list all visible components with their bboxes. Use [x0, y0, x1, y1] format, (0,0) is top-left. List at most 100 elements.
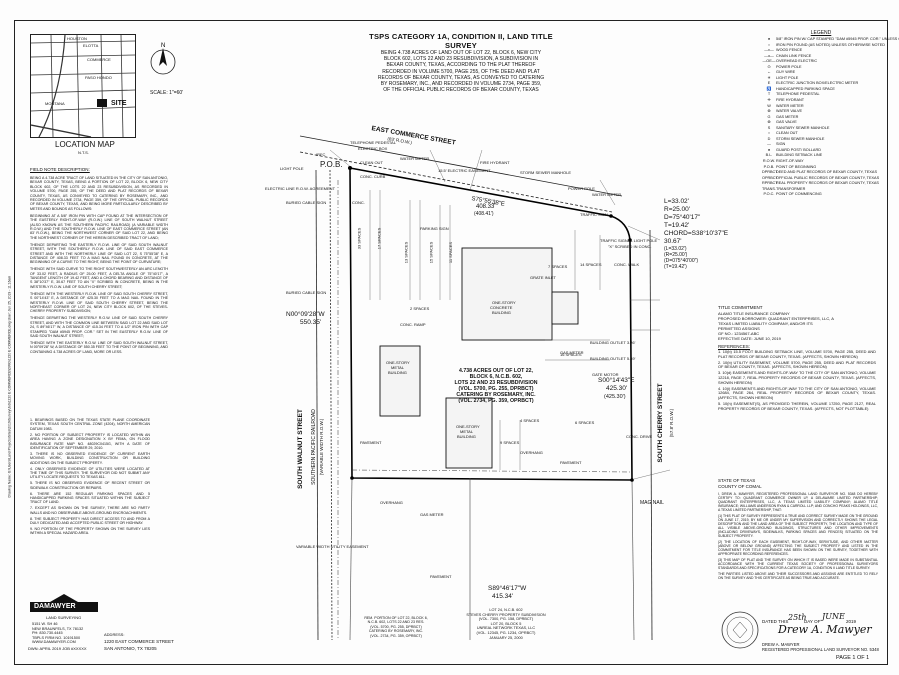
legend-symbol-icon: P.O.C. — [763, 192, 775, 197]
reference-item: 3. 10(d) EASEMENTS AND RIGHTS-OF-WAY TO … — [718, 370, 876, 385]
label-grate-inlet: GRATE INLET — [530, 275, 556, 280]
cert-paragraph: (1) THIS PLAT OF SURVEY REPRESENTS A TRU… — [718, 513, 878, 539]
east-bearing: S00°14'43"E — [598, 377, 635, 384]
adjacent-lot-lines — [349, 477, 635, 641]
legend-symbol-icon: B.L. — [765, 153, 773, 158]
label-conc-curb: CONC. CURB — [360, 174, 386, 179]
legend-description: WATER VALVE — [776, 109, 803, 114]
legend-description: CHAIN LINK FENCE — [776, 53, 812, 58]
field-note-heading: FIELD NOTE DESCRIPTION: — [30, 167, 90, 172]
tract-line-2: BLOCK 6, N.C.B. 602, — [469, 374, 523, 380]
legend-description: BUILDING SETBACK LINE — [776, 153, 823, 158]
building-south-label-3: BUILDING — [457, 434, 476, 439]
leader-lines — [329, 149, 671, 480]
legend-description: STORM SEWER MANHOLE — [776, 136, 825, 141]
tract-line-1: 4.738 ACRES OUT OF LOT 22, — [459, 368, 533, 374]
field-note-paragraph: THENCE DEPARTING THE WESTERLY R.O.W. LIN… — [30, 316, 168, 338]
legend-symbol-icon: DPRBCT — [762, 170, 778, 175]
label-gas-meter-2: GAS METER — [420, 512, 444, 517]
spaces-9: 9 SPACES — [500, 440, 520, 445]
legend-row: P.O.B.POINT OF BEGINNING — [762, 165, 880, 171]
note-item: 5. THERE IS NO OBSERVED EVIDENCE OF RECE… — [30, 481, 150, 490]
legend-description: ELECTRIC JUNCTION BOX/ELECTRIC METER — [776, 81, 859, 86]
building-annex — [551, 291, 579, 325]
label-storm-manhole: STORM SEWER MANHOLE — [520, 170, 572, 175]
southwest-lot-line: REM. PORTION OF LOT 22, BLOCK 6, — [364, 616, 428, 620]
building-concrete — [461, 247, 553, 341]
curve-l: L=33.02' — [664, 198, 689, 205]
title-line-3: BEXAR COUNTY, TEXAS, ACCORDING TO THE PL… — [386, 62, 536, 69]
label-pavement-2: PAVEMENT — [560, 460, 582, 465]
tract-line-3: LOTS 22 AND 23 RESUBDIVISION — [454, 380, 538, 386]
curve-rec-t: (T=19.42') — [664, 264, 687, 270]
legend-description: OFFICIAL PUBLIC RECORDS OF BEXAR COUNTY,… — [776, 175, 880, 180]
south-lot-line: LOT 24, N.C.B. 602 — [489, 608, 523, 612]
field-note-paragraph: THENCE WITH THE WESTERLY R.O.W. LINE OF … — [30, 291, 168, 314]
south-lot-line: UNREAL NETWORK TEXAS, LLC — [476, 626, 536, 631]
cert-paragraph: I, DREW A. MAWYER, REGISTERED PROFESSION… — [718, 492, 878, 513]
label-conc-1: CONC. — [352, 200, 365, 205]
legend-symbol-icon: ○ — [767, 131, 771, 136]
pob-label: P.O.B. — [320, 160, 343, 169]
legend-rows: ●5/8" IRON PIN W/ CAP STAMPED "DAM #5945… — [762, 37, 899, 198]
curve-rec-d: (D=075°40'00") — [664, 258, 699, 264]
curve-rec-l: (L=33.02') — [664, 246, 687, 252]
parking-stripes — [369, 190, 610, 470]
legend-symbol-icon: ● — [767, 147, 771, 152]
spaces-33: 33 SPACES — [356, 227, 362, 250]
legend-description: REAL PROPERTY RECORDS OF BEXAR COUNTY, T… — [776, 181, 879, 186]
legend-row: DPRBCTDEED AND PLAT RECORDS OF BEXAR COU… — [762, 170, 880, 176]
legend-row: ←GUY WIRE — [762, 70, 880, 76]
label-fire-hydrant: FIRE HYDRANT — [480, 160, 510, 165]
cert-paragraph: (2) THE LOCATION OF EACH EASEMENT, RIGHT… — [718, 540, 878, 557]
label-overhang-2: OVERHANG — [380, 500, 403, 505]
label-overhang-1: OVERHANG — [520, 450, 543, 455]
spaces-17: 17 SPACES — [376, 227, 382, 250]
legend-description: IRON PIN FOUND (AS NOTED) UNLESS OTHERWI… — [776, 42, 885, 47]
label-traffic-sign: TRAFFIC SIGN — [580, 212, 608, 217]
note-item: 2. NO PORTION OF SUBJECT PROPERTY IS LOC… — [30, 432, 150, 450]
label-clean-out: CLEAN OUT — [360, 160, 383, 165]
map-label-elotta: ELOTTA — [83, 43, 99, 48]
legend-symbol-icon: G — [767, 114, 771, 119]
field-note-paragraph: THENCE DEPARTING THE EASTERLY R.O.W. LIN… — [30, 242, 168, 265]
label-conc-walk: CONC. WALK — [614, 262, 640, 267]
spaces-4: 4 SPACES — [520, 418, 540, 423]
legend-symbol-icon: ← — [767, 70, 771, 75]
label-gas-meter-1: GAS METER — [560, 350, 584, 355]
reference-item: 5. 10(h) EASEMENT(S), AS PROVIDED THEREI… — [718, 400, 876, 411]
spaces-16: 16 SPACES — [560, 352, 582, 357]
firm-address-line: 5151 W. SH 46 — [32, 622, 58, 626]
title-line-4: RECORDED IN VOLUME 5700, PAGE 255, OF TH… — [382, 68, 540, 75]
sheet-border — [14, 20, 888, 665]
label-bldg-outlet-2: BUILDING OUTLET 5.89' — [590, 356, 636, 361]
legend-symbol-icon: ☀ — [767, 75, 771, 80]
note-item: 3. THERE IS NO OBSERVED EVIDENCE OF CURR… — [30, 451, 150, 465]
label-traffic-signal: TRAFFIC SIGNAL LIGHT POLE — [600, 238, 658, 243]
cherry-east-row — [649, 229, 653, 641]
legend-row: ⊗GAS VALVE — [762, 120, 880, 126]
legend-symbol-icon: —o— — [764, 53, 774, 58]
legend-row: ●GUARD POST/ BOLLARD — [762, 148, 880, 154]
label-electric-box: ELECTRIC BOX — [358, 146, 388, 151]
curve-rec-r: (R=25.00') — [664, 252, 688, 258]
pob-monument — [348, 166, 352, 170]
legend-symbol-icon: ♿ — [766, 86, 772, 91]
legend-title: LEGEND — [810, 30, 832, 36]
label-electric-easement: 15.5' ELECTRIC EASEMENT — [438, 168, 491, 173]
cert-paragraph: (3) THIS MAP OF PLAT AND THE SURVEY ON W… — [718, 557, 878, 571]
legend-description: WOOD FENCE — [776, 48, 803, 53]
legend-description: POINT OF COMMENCING — [776, 192, 822, 197]
se-monument — [630, 478, 634, 482]
label-water-meter-1: WATER METER — [400, 156, 430, 161]
south-walnut-row: (VARIABLE WIDTH R.O.W.) — [319, 418, 324, 476]
spaces-11: 11 SPACES — [448, 241, 454, 264]
legend-row: OPRBCTOFFICIAL PUBLIC RECORDS OF BEXAR C… — [762, 176, 880, 182]
west-bearing: N00°09'28"W — [286, 311, 325, 318]
label-parking-sign: PARKING SIGN — [420, 226, 449, 231]
label-mag-nail: MAG NAIL — [640, 500, 664, 506]
